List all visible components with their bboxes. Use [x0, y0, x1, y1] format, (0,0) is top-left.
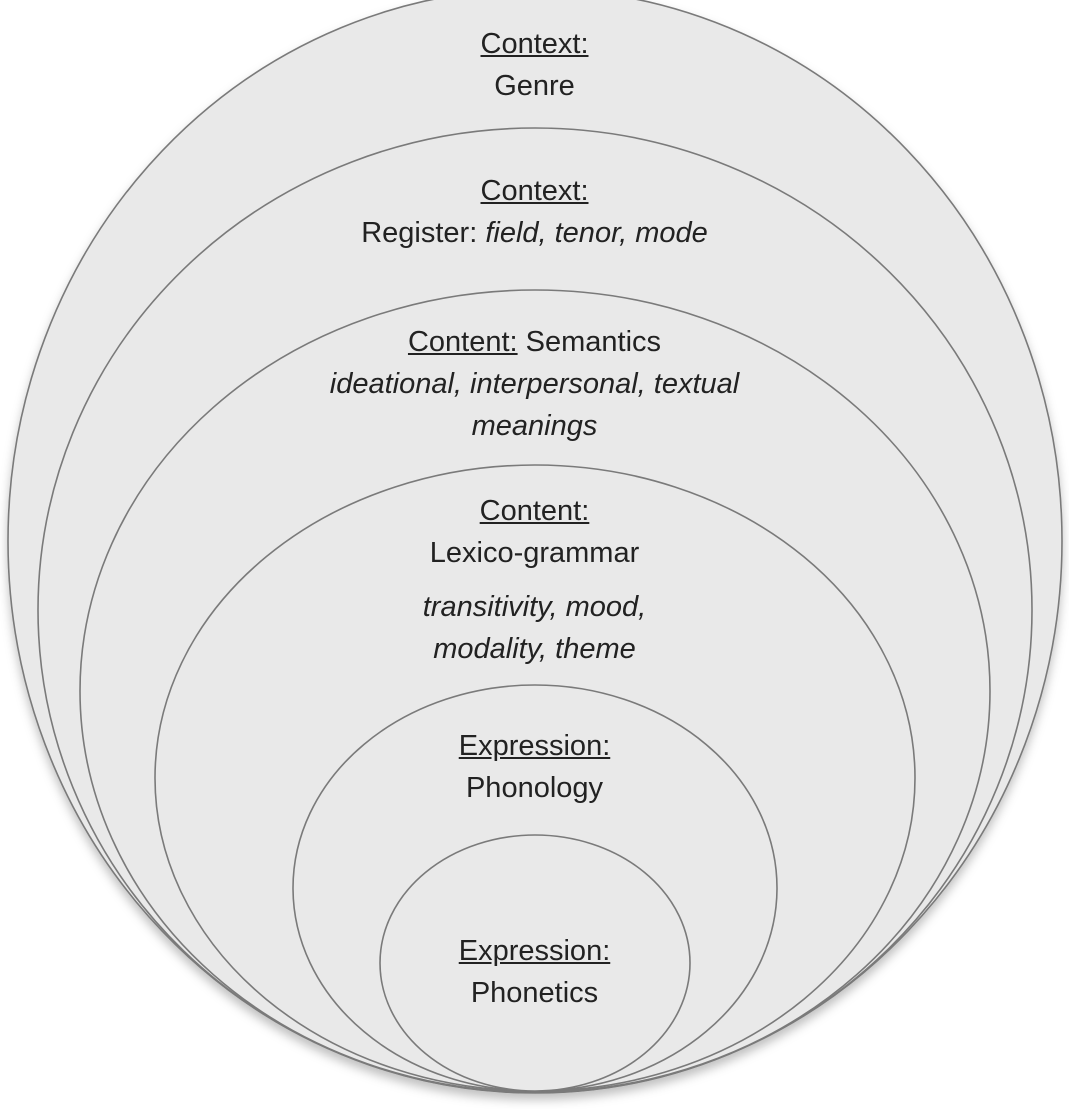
- layer-genre: Context: Genre: [0, 23, 1069, 107]
- layer-italic-1: transitivity, mood,: [422, 591, 647, 623]
- register-variables: field, tenor, mode: [485, 217, 708, 249]
- ellipse-phonetics: [379, 834, 691, 1092]
- layer-lexicogrammar: Content: Lexico-grammar transitivity, mo…: [0, 490, 1069, 670]
- layer-heading: Content:: [479, 495, 590, 527]
- layer-italic-1: ideational, interpersonal, textual: [329, 368, 740, 400]
- layer-text: Lexico-grammar: [429, 537, 640, 569]
- layer-italic-2: meanings: [471, 410, 598, 442]
- layer-heading: Context:: [480, 175, 589, 207]
- layer-heading: Context:: [480, 28, 589, 60]
- layer-italic-2: modality, theme: [433, 633, 636, 665]
- layer-heading: Content:: [407, 326, 518, 358]
- layer-heading: Expression:: [458, 935, 611, 967]
- layer-register: Context: Register: field, tenor, mode: [0, 170, 1069, 254]
- layer-text: Semantics: [517, 326, 662, 358]
- layer-phonology: Expression: Phonology: [0, 725, 1069, 809]
- layer-heading: Expression:: [458, 730, 611, 762]
- layer-text: Genre: [494, 70, 575, 102]
- layer-text: Register: field, tenor, mode: [0, 212, 1069, 254]
- layer-text: Phonology: [465, 772, 604, 804]
- layer-semantics: Content: Semantics ideational, interpers…: [0, 321, 1069, 447]
- register-label: Register:: [361, 217, 486, 249]
- layer-phonetics: Expression: Phonetics: [0, 930, 1069, 1014]
- layer-text: Phonetics: [470, 977, 599, 1009]
